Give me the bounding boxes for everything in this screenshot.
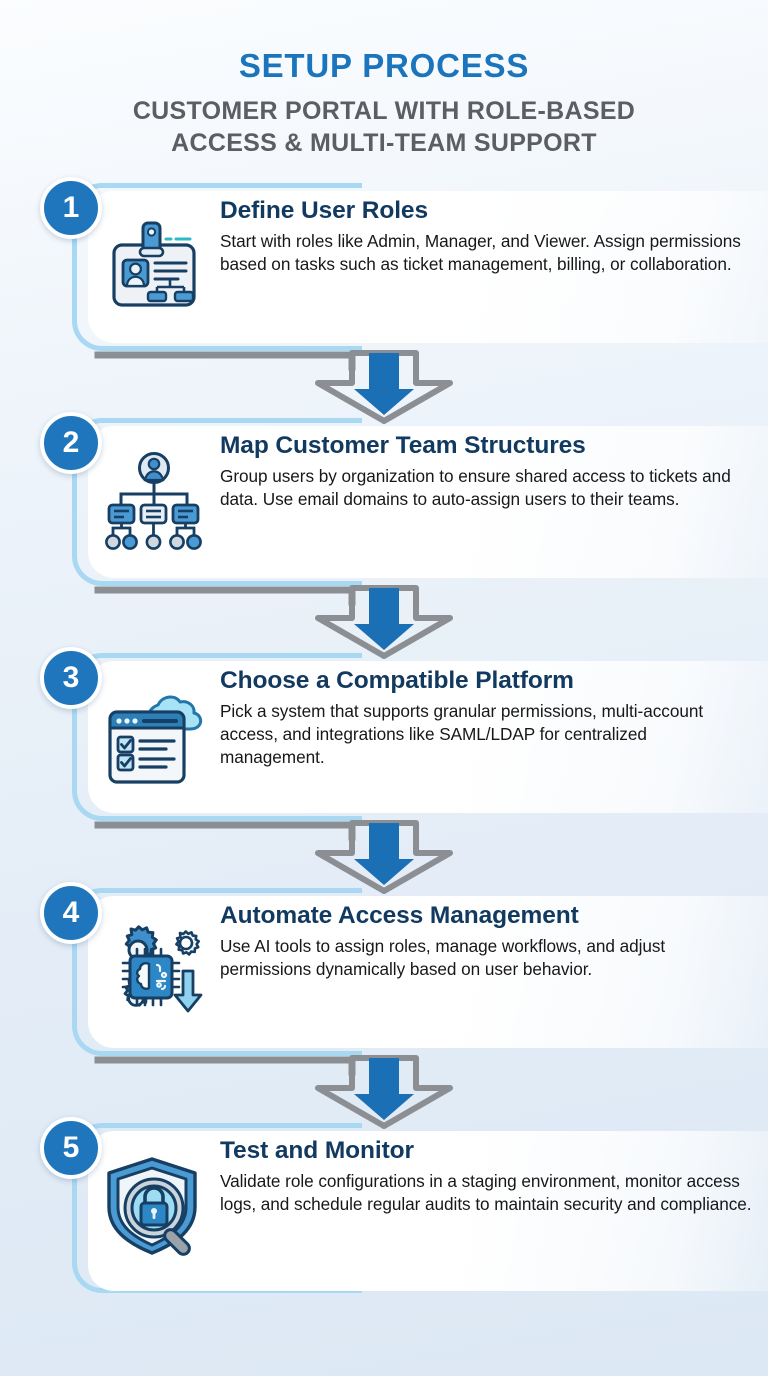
step-title: Map Customer Team Structures	[220, 432, 586, 460]
shield-lock-magnifier-icon	[88, 1131, 220, 1283]
step-content: Map Customer Team Structures Group users…	[220, 426, 768, 511]
step-number-badge: 5	[40, 1117, 102, 1180]
step-item[interactable]: Test and Monitor Validate role configura…	[0, 1115, 768, 1330]
gears-ai-chip-icon	[88, 896, 220, 1048]
step-description: Validate role configurations in a stagin…	[220, 1170, 752, 1214]
step-content: Define User Roles Start with roles like …	[220, 191, 768, 276]
step-card[interactable]: Test and Monitor Validate role configura…	[88, 1131, 768, 1292]
step-title: Choose a Compatible Platform	[220, 667, 574, 695]
page-subtitle: CUSTOMER PORTAL WITH ROLE-BASED ACCESS &…	[0, 95, 768, 159]
step-content: Choose a Compatible Platform Pick a syst…	[220, 661, 768, 769]
step-content: Test and Monitor Validate role configura…	[220, 1131, 768, 1216]
step-item[interactable]: Define User Roles Start with roles like …	[0, 175, 768, 425]
page-subtitle-line-2: ACCESS & MULTI-TEAM SUPPORT	[171, 129, 597, 158]
step-item[interactable]: Automate Access Management Use AI tools …	[0, 880, 768, 1130]
step-number-badge: 1	[40, 177, 102, 240]
step-title: Automate Access Management	[220, 902, 579, 930]
step-card[interactable]: Map Customer Team Structures Group users…	[88, 426, 768, 579]
step-content: Automate Access Management Use AI tools …	[220, 896, 768, 981]
page-subtitle-line-1: CUSTOMER PORTAL WITH ROLE-BASED	[132, 97, 636, 126]
step-title: Test and Monitor	[220, 1137, 414, 1165]
step-card[interactable]: Define User Roles Start with roles like …	[88, 191, 768, 344]
step-description: Group users by organization to ensure sh…	[220, 465, 731, 509]
org-chart-icon	[88, 426, 220, 578]
step-description: Start with roles like Admin, Manager, an…	[220, 230, 741, 274]
step-title: Define User Roles	[220, 197, 428, 225]
step-card[interactable]: Choose a Compatible Platform Pick a syst…	[88, 661, 768, 814]
step-number-badge: 3	[40, 647, 102, 710]
id-badge-icon	[88, 191, 220, 343]
step-card[interactable]: Automate Access Management Use AI tools …	[88, 896, 768, 1049]
step-item[interactable]: Choose a Compatible Platform Pick a syst…	[0, 645, 768, 895]
step-item[interactable]: Map Customer Team Structures Group users…	[0, 410, 768, 660]
step-description: Use AI tools to assign roles, manage wor…	[220, 935, 666, 979]
infographic-header: SETUP PROCESS CUSTOMER PORTAL WITH ROLE-…	[0, 0, 768, 159]
page-title: SETUP PROCESS	[238, 47, 530, 84]
steps-list: Define User Roles Start with roles like …	[0, 175, 768, 1330]
step-description: Pick a system that supports granular per…	[220, 700, 704, 768]
step-number-badge: 2	[40, 412, 102, 475]
step-number-badge: 4	[40, 882, 102, 945]
cloud-checklist-icon	[88, 661, 220, 813]
